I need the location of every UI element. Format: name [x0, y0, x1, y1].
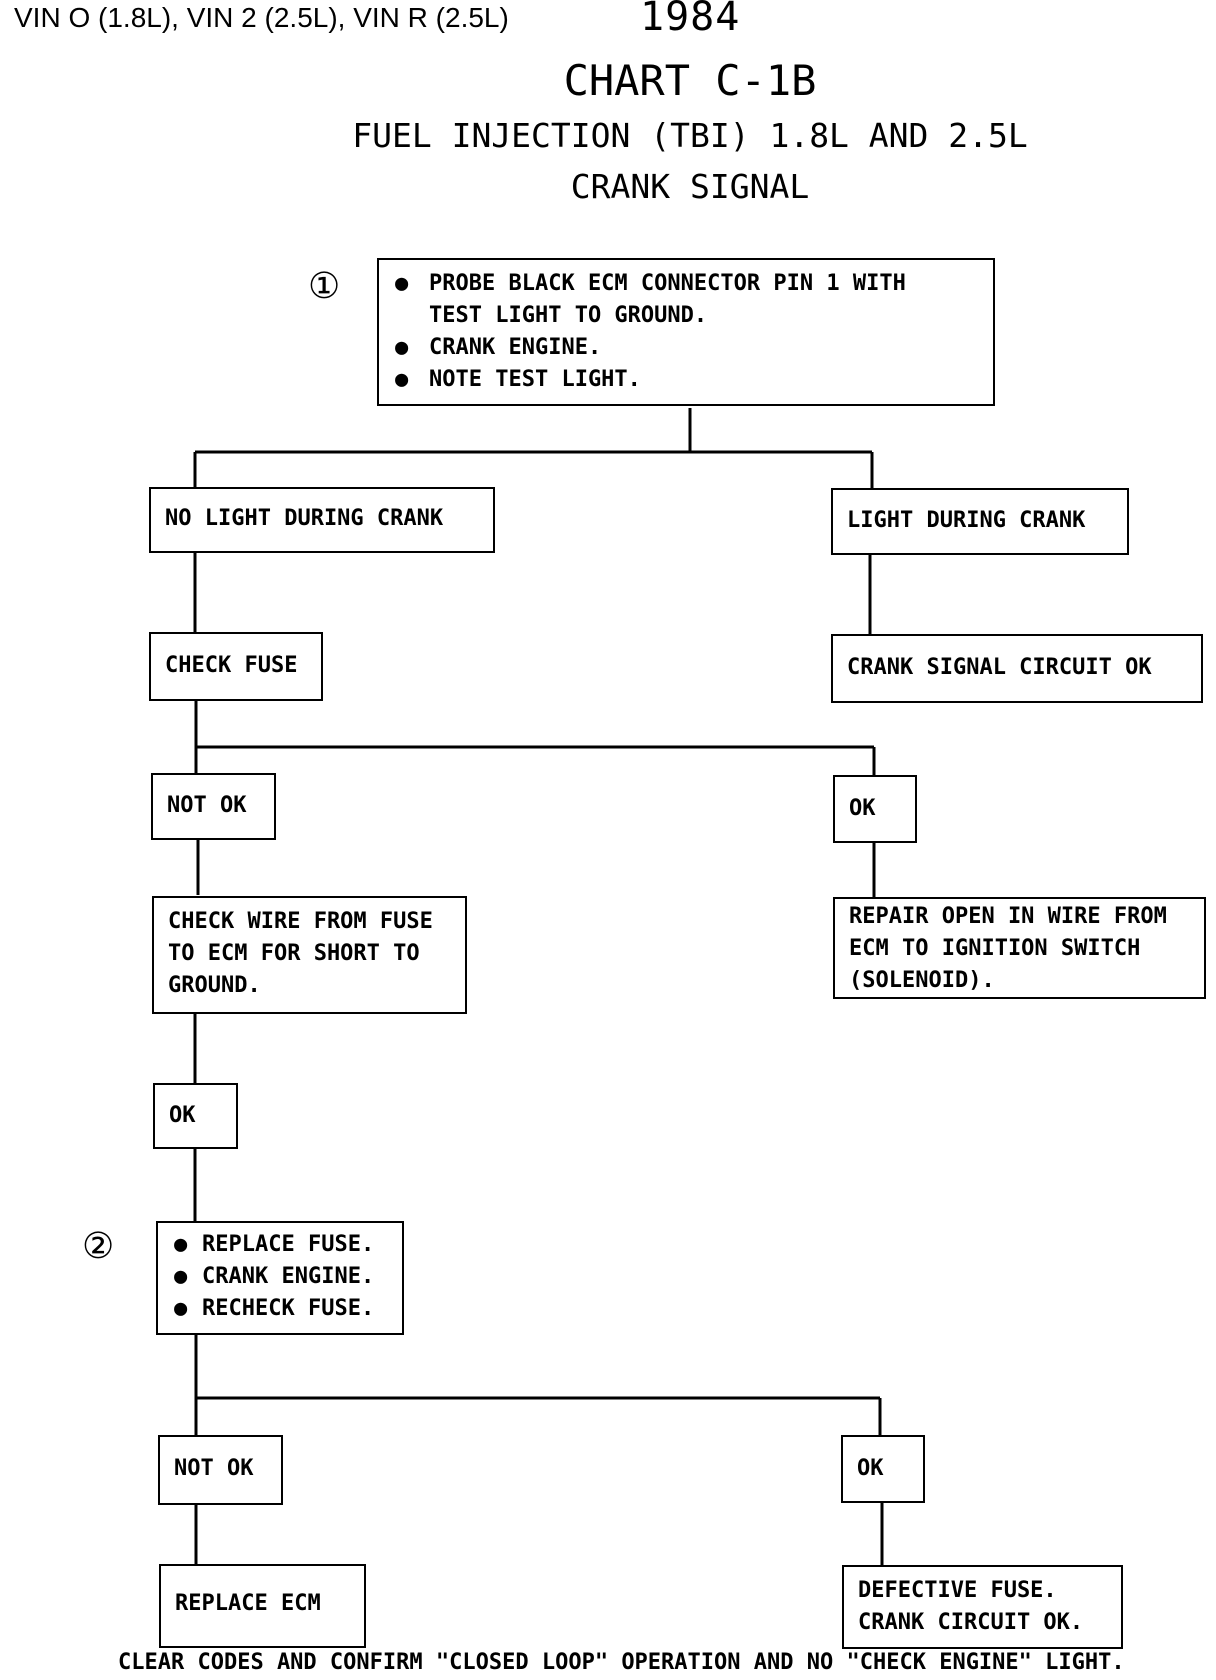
crank-circuit-ok-box: CRANK SIGNAL CIRCUIT OK [831, 634, 1203, 703]
ok-box-3: OK [841, 1435, 925, 1503]
connector-replace-split [194, 1333, 882, 1436]
vin-header: VIN O (1.8L), VIN 2 (2.5L), VIN R (2.5L) [14, 2, 509, 33]
chart-subtitle-2: CRANK SIGNAL [570, 167, 810, 206]
footer-note: CLEAR CODES AND CONFIRM "CLOSED LOOP" OP… [118, 1650, 1125, 1675]
year-label: 1984 [640, 0, 741, 40]
replace-fuse-box: REPLACE FUSE. CRANK ENGINE. RECHECK FUSE… [156, 1221, 404, 1335]
check-wire-box: CHECK WIRE FROM FUSE TO ECM FOR SHORT TO… [152, 896, 467, 1014]
connector-start-split [193, 408, 874, 490]
replace-ecm-box: REPLACE ECM [159, 1564, 366, 1648]
defective-fuse-box: DEFECTIVE FUSE. CRANK CIRCUIT OK. [842, 1565, 1123, 1649]
step-2-marker: ② [82, 1226, 115, 1267]
check-fuse-box: CHECK FUSE [149, 632, 323, 701]
crank-engine-item-2: CRANK ENGINE. [172, 1261, 388, 1293]
step-1-marker: ① [308, 266, 341, 307]
repair-open-box: REPAIR OPEN IN WIRE FROM ECM TO IGNITION… [833, 897, 1206, 999]
not-ok-box: NOT OK [151, 773, 276, 840]
not-ok-box-2: NOT OK [158, 1435, 283, 1505]
replace-fuse-item: REPLACE FUSE. [172, 1229, 388, 1261]
chart-title: CHART C-1B [563, 56, 817, 105]
note-light-item: NOTE TEST LIGHT. [393, 364, 979, 396]
chart-subtitle: FUEL INJECTION (TBI) 1.8L AND 2.5L [352, 116, 1028, 155]
ok-box-2: OK [153, 1083, 238, 1149]
recheck-fuse-item: RECHECK FUSE. [172, 1293, 388, 1325]
ok-box: OK [833, 775, 917, 843]
probe-test-box: PROBE BLACK ECM CONNECTOR PIN 1 WITHTEST… [377, 258, 995, 406]
no-light-box: NO LIGHT DURING CRANK [149, 487, 495, 553]
probe-step-item: PROBE BLACK ECM CONNECTOR PIN 1 WITHTEST… [393, 268, 979, 332]
crank-engine-item: CRANK ENGINE. [393, 332, 979, 364]
light-box: LIGHT DURING CRANK [831, 488, 1129, 555]
connector-fuse-split [194, 700, 876, 775]
